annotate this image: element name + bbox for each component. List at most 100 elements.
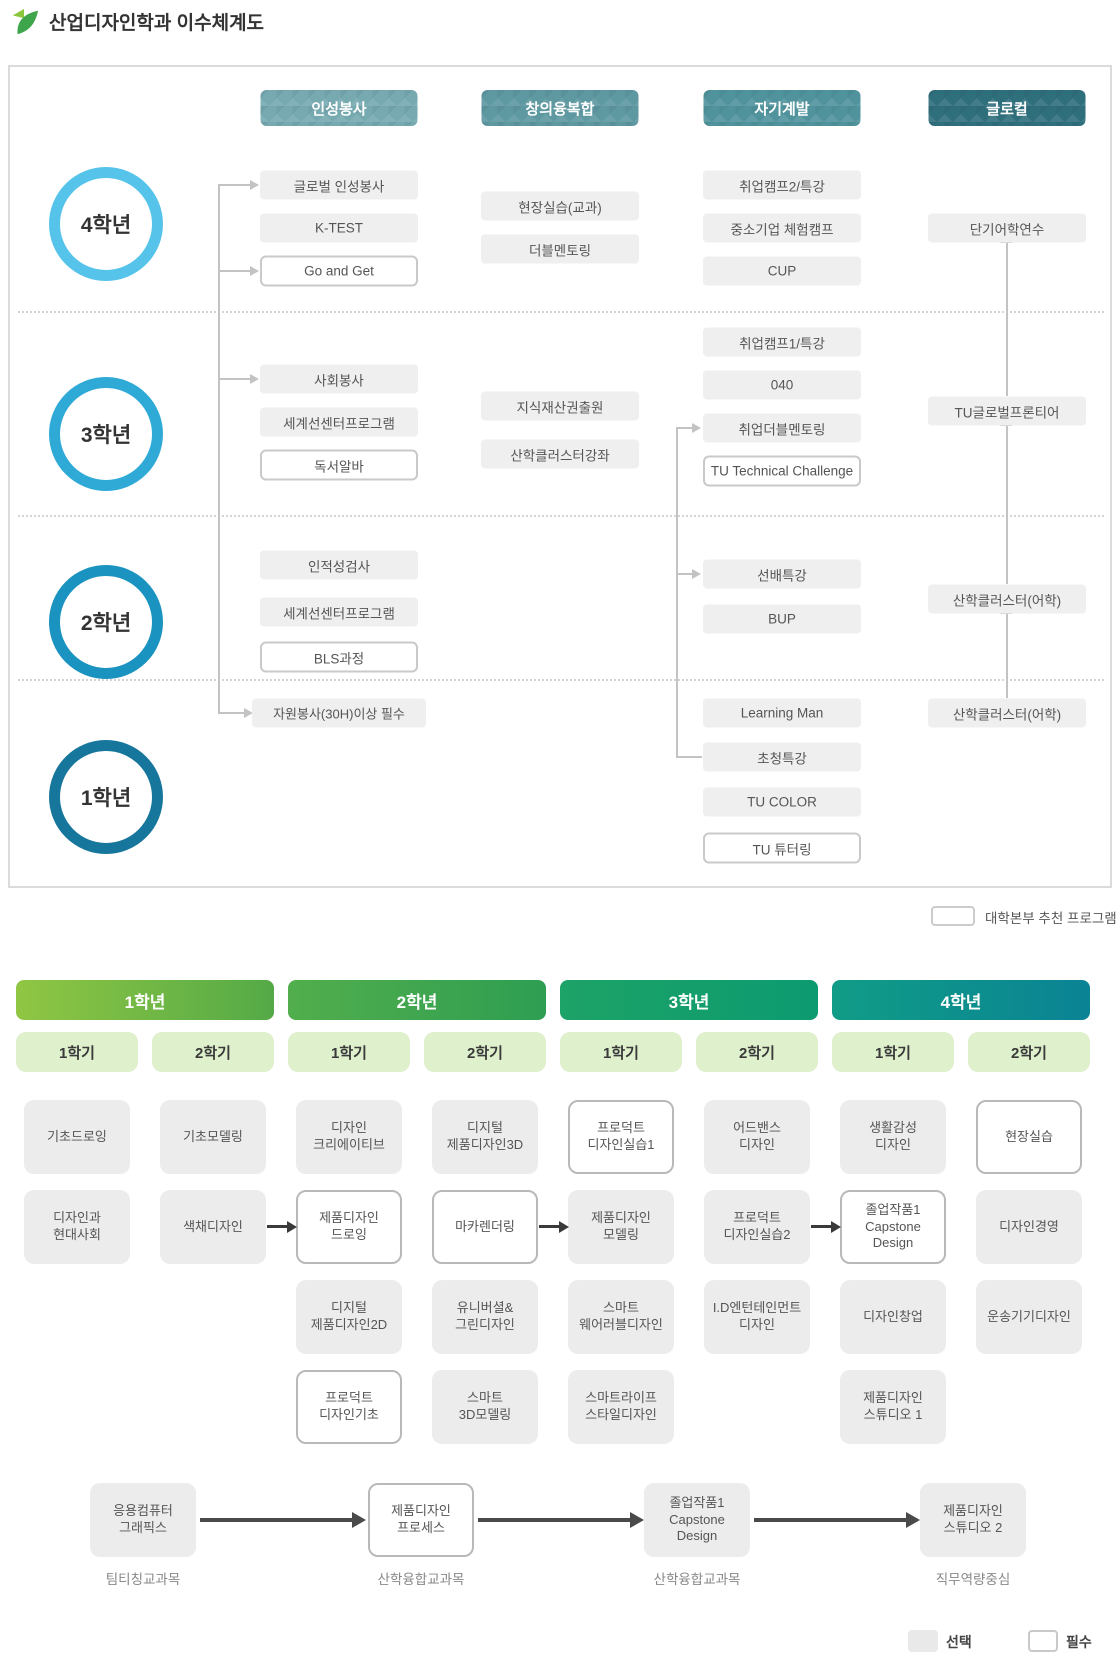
- semester-pill: 1학기: [560, 1032, 682, 1072]
- course-box: 제품디자인 모델링: [568, 1190, 674, 1264]
- course-box: 스마트 3D모델링: [432, 1370, 538, 1444]
- course-box: 색채디자인: [160, 1190, 266, 1264]
- page-title: 산업디자인학과 이수체계도: [49, 12, 265, 34]
- arrow-right-icon: [692, 569, 701, 579]
- program-box: 더블멘토링: [481, 234, 639, 264]
- course-box: 디지털 제품디자인3D: [432, 1100, 538, 1174]
- arrow-right-icon: [692, 423, 701, 433]
- grade-pill-2: 2학년: [288, 980, 546, 1020]
- arrow-right-icon: [352, 1512, 366, 1528]
- connector-line: [218, 270, 250, 272]
- program-box: 글로벌 인성봉사: [260, 170, 418, 200]
- course-box-required: 졸업작품1 Capstone Design: [840, 1190, 946, 1264]
- flow-course-box-required: 제품디자인 프로세스: [368, 1483, 474, 1557]
- course-box: 스마트 웨어러블디자인: [568, 1280, 674, 1354]
- course-box: 제품디자인 스튜디오 1: [840, 1370, 946, 1444]
- program-box: 취업캠프2/특강: [703, 170, 861, 200]
- arrow-right-icon: [559, 1221, 569, 1233]
- flow-course-box: 응용컴퓨터 그래픽스: [90, 1483, 196, 1557]
- course-box: 디자인 크리에이티브: [296, 1100, 402, 1174]
- course-box: 디자인과 현대사회: [24, 1190, 130, 1264]
- program-box: 040: [703, 370, 861, 400]
- program-box: 선배특강: [703, 559, 861, 589]
- semester-pill: 2학기: [968, 1032, 1090, 1072]
- legend-swatch-recommended: [931, 906, 975, 926]
- program-box-recommended: 독서알바: [260, 449, 418, 481]
- program-box-recommended: TU 튜터링: [703, 832, 861, 864]
- year-circle-1: 1학년: [49, 740, 163, 854]
- course-box: 기초드로잉: [24, 1100, 130, 1174]
- course-flow-label: 산학융합교과목: [653, 1572, 741, 1587]
- arrow-right-icon: [906, 1512, 920, 1528]
- category-header-self-dev: 자기계발: [703, 90, 861, 126]
- arrow-right-icon: [287, 1221, 297, 1233]
- flow-arrow-line: [200, 1518, 352, 1522]
- course-box: 프로덕트 디자인실습2: [704, 1190, 810, 1264]
- program-box-recommended: Go and Get: [260, 255, 418, 287]
- course-box-required: 마카렌더링: [432, 1190, 538, 1264]
- program-box: 산학클러스터강좌: [481, 439, 639, 469]
- category-header-creative: 창의융복합: [481, 90, 639, 126]
- row-divider: [18, 515, 1104, 517]
- course-box: 디자인창업: [840, 1280, 946, 1354]
- program-box: 단기어학연수: [928, 213, 1086, 243]
- semester-pill: 1학기: [16, 1032, 138, 1072]
- flow-arrow-line: [478, 1518, 630, 1522]
- leaf-icon: [10, 6, 40, 36]
- connector-line: [218, 712, 244, 714]
- program-box: 초청특강: [703, 742, 861, 772]
- arrow-right-icon: [250, 180, 259, 190]
- program-box: K-TEST: [260, 213, 418, 243]
- program-box: 세계선센터프로그램: [260, 597, 418, 627]
- program-box: 사회봉사: [260, 364, 418, 394]
- course-box: 기초모델링: [160, 1100, 266, 1174]
- prereq-arrow-line: [811, 1225, 831, 1228]
- connector-line: [218, 184, 220, 714]
- course-box: 생활감성 디자인: [840, 1100, 946, 1174]
- arrow-right-icon: [630, 1512, 644, 1528]
- curriculum-roadmap-panel: 인성봉사 창의융복합 자기계발 글로컬 4학년 3학년 2학년 1학년: [8, 65, 1112, 888]
- semester-pill: 1학기: [832, 1032, 954, 1072]
- course-box: 디자인경영: [976, 1190, 1082, 1264]
- program-box: CUP: [703, 256, 861, 286]
- course-box: 스마트라이프 스타일디자인: [568, 1370, 674, 1444]
- connector-line: [676, 427, 692, 429]
- program-box: 산학클러스터(어학): [928, 698, 1086, 728]
- arrow-right-icon: [244, 708, 253, 718]
- course-flow-label: 직무역량중심: [935, 1572, 1011, 1587]
- program-box: TU글로벌프론티어: [928, 396, 1086, 426]
- course-box-required: 프로덕트 디자인기초: [296, 1370, 402, 1444]
- program-box: 세계선센터프로그램: [260, 407, 418, 437]
- connector-line: [218, 184, 250, 186]
- category-header-volunteer: 인성봉사: [260, 90, 418, 126]
- connector-line: [218, 378, 250, 380]
- semester-pill: 2학기: [152, 1032, 274, 1072]
- legend-label-optional: 선택: [946, 1634, 972, 1650]
- program-box-recommended: BLS과정: [260, 641, 418, 673]
- legend-swatch-required: [1028, 1630, 1058, 1652]
- semester-pill: 1학기: [288, 1032, 410, 1072]
- course-box-required: 제품디자인 드로잉: [296, 1190, 402, 1264]
- program-box: 자원봉사(30H)이상 필수: [252, 698, 426, 728]
- course-box: I.D엔턴테인먼트 디자인: [704, 1280, 810, 1354]
- course-box: 디지털 제품디자인2D: [296, 1280, 402, 1354]
- program-box-recommended: TU Technical Challenge: [703, 455, 861, 487]
- semester-pill: 2학기: [424, 1032, 546, 1072]
- row-divider: [18, 679, 1104, 681]
- program-box: 지식재산권출원: [481, 391, 639, 421]
- course-box: 유니버셜& 그린디자인: [432, 1280, 538, 1354]
- program-box: 인적성검사: [260, 550, 418, 580]
- year-circle-4: 4학년: [49, 167, 163, 281]
- connector-line: [1006, 614, 1008, 698]
- program-box: TU COLOR: [703, 787, 861, 817]
- arrow-right-icon: [250, 374, 259, 384]
- grade-pill-4: 4학년: [832, 980, 1090, 1020]
- flow-course-box: 제품디자인 스튜디오 2: [920, 1483, 1026, 1557]
- course-flow-label: 산학융합교과목: [377, 1572, 465, 1587]
- row-divider: [18, 311, 1104, 313]
- program-box: 취업캠프1/특강: [703, 327, 861, 357]
- connector-line: [676, 573, 692, 575]
- connector-line: [676, 756, 702, 758]
- semester-pill: 2학기: [696, 1032, 818, 1072]
